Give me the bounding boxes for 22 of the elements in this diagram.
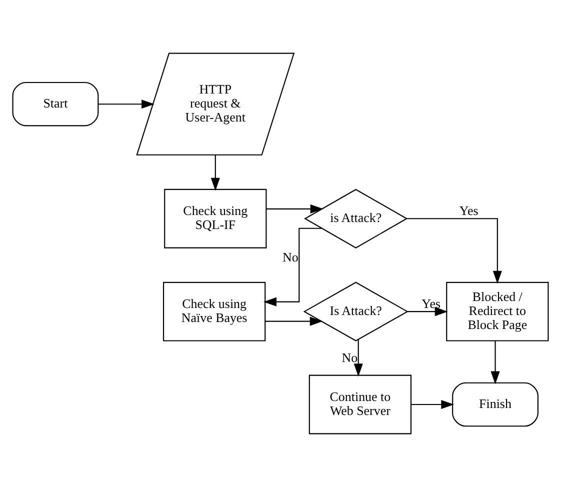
node-box: Finish — [452, 382, 538, 427]
arrow — [490, 340, 500, 384]
arrow — [407, 307, 448, 316]
arrow — [98, 100, 154, 109]
arrow — [354, 339, 363, 377]
node-box: Blocked / Redirect to Block Page — [446, 282, 549, 342]
edge-label: Yes — [459, 202, 478, 218]
arrow — [210, 155, 220, 191]
node-box: Continue to Web Server — [308, 374, 412, 434]
arrow — [265, 316, 323, 326]
edge-label: No — [342, 350, 358, 366]
node-box: Check using Naïve Bayes — [163, 282, 266, 342]
node-box: Check using SQL-IF — [164, 188, 267, 248]
node-box: Start — [12, 82, 99, 126]
arrow — [411, 400, 454, 410]
arrow — [406, 218, 502, 284]
edge-label: Yes — [422, 296, 441, 311]
node-diamond: Is Attack? — [303, 282, 408, 342]
node-diamond: is Attack? — [304, 188, 408, 248]
edge-label: No — [282, 250, 298, 265]
arrow — [266, 204, 324, 214]
arrow — [263, 228, 322, 306]
